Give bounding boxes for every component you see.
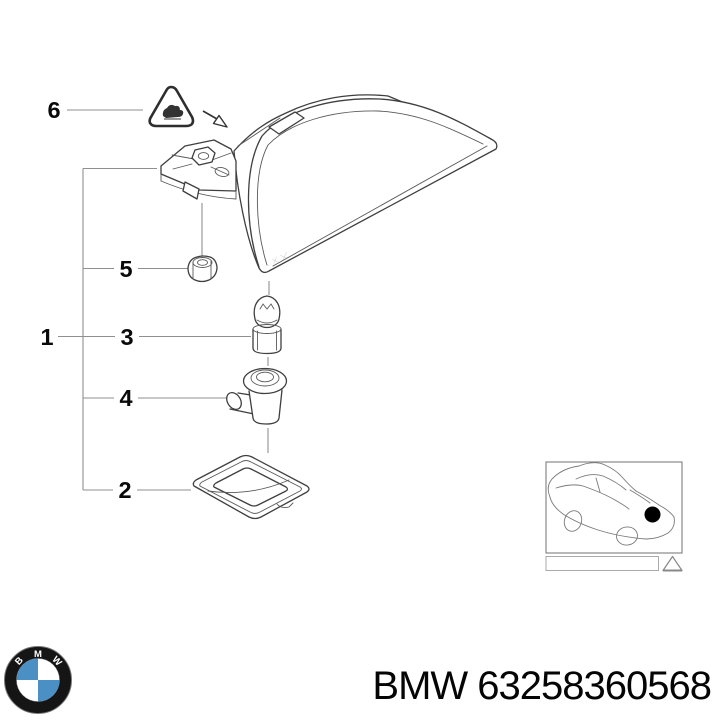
callout-6: 6 <box>47 97 60 123</box>
lamp-rim-outer-edge <box>247 98 492 268</box>
bmw-roundel-icon: B M W <box>4 646 72 714</box>
mounting-bracket-tab <box>182 181 200 200</box>
arrow-tail <box>202 110 218 120</box>
bulb-drawing <box>252 295 282 355</box>
car-hood <box>547 465 580 498</box>
car-rocker <box>549 496 647 540</box>
mounting-nut-drawing <box>187 255 218 283</box>
inset-box <box>545 461 683 554</box>
warning-triangle-icon <box>148 85 195 128</box>
brake-light-assembly-drawing <box>160 94 498 274</box>
nut-facets <box>192 260 212 280</box>
roundel-quadrant-bottomright <box>38 680 60 702</box>
arrow-head <box>212 114 228 128</box>
location-dot-icon <box>644 506 661 523</box>
socket-ring <box>250 369 280 387</box>
car-glass-top <box>575 474 627 491</box>
bulb-filament <box>259 303 275 310</box>
gasket-crease <box>207 479 290 493</box>
car-rear-end <box>645 516 675 540</box>
callout-1: 1 <box>40 324 53 350</box>
callout-5: 5 <box>119 256 132 282</box>
callout-4: 4 <box>119 385 132 411</box>
socket-body <box>248 389 283 425</box>
bulb-base-top <box>252 324 282 334</box>
roundel-quadrant-topleft <box>16 658 38 680</box>
note-strip <box>545 556 659 571</box>
bulb-socket-drawing <box>226 367 288 425</box>
car-b-pillar <box>595 477 601 493</box>
bracket-oval-hole <box>214 167 230 177</box>
bracket-stud-hole <box>197 152 210 160</box>
callout-3: 3 <box>120 324 133 350</box>
housing-top-crease <box>237 117 281 147</box>
nut-top-face <box>192 257 213 268</box>
direction-arrow-icon <box>202 110 228 128</box>
bulb-base <box>252 328 282 355</box>
hazard-triangle-icon <box>662 555 683 572</box>
warning-pictogram <box>162 104 184 118</box>
bulb-neck-line <box>256 319 278 324</box>
bracket-rib-lines <box>171 152 232 176</box>
socket-arm-cap <box>226 391 242 411</box>
roundel-letter-m: M <box>34 649 42 660</box>
part-number-caption: BMW 63258360568 <box>372 664 711 708</box>
car-rear-window-base <box>629 489 651 504</box>
callout-labels: 1 2 3 4 5 6 <box>40 97 133 503</box>
socket-inner-hole <box>256 371 274 383</box>
lamp-bottom-edge-inner <box>272 145 488 267</box>
gasket-drawing <box>192 454 310 520</box>
bulb-base-shading <box>257 330 277 351</box>
gasket-inner-edge <box>199 460 302 514</box>
socket-flange <box>242 367 288 395</box>
car-location-inset <box>545 461 683 572</box>
housing-top-cutout <box>268 111 305 135</box>
callout-lines <box>58 109 270 491</box>
nut-body <box>187 255 218 283</box>
car-rear-deck <box>635 490 675 518</box>
footer: B M W BMW 63258360568 <box>4 646 712 714</box>
car-rear-wheel <box>616 526 638 546</box>
bulb-glass <box>253 295 281 329</box>
car-roof <box>578 462 637 492</box>
car-front-wheel <box>563 510 583 532</box>
callout-2: 2 <box>118 477 131 503</box>
mounting-bracket-plate <box>160 139 237 192</box>
lamp-rim-inner-edge <box>256 110 484 266</box>
gasket-opening <box>213 467 289 507</box>
bracket-stud <box>191 146 216 166</box>
gasket-tab <box>276 502 294 509</box>
nut-hole <box>197 259 208 266</box>
car-beltline <box>555 484 630 510</box>
